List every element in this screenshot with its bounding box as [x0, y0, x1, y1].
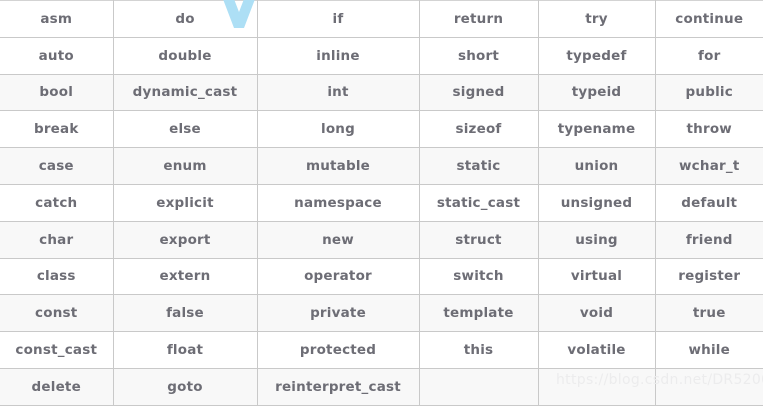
keyword-cell: signed: [418, 73, 539, 112]
keyword-cell: operator: [256, 257, 420, 296]
keyword-cell: dynamic_cast: [112, 73, 258, 112]
keyword-cell: void: [537, 294, 656, 333]
keyword-cell: friend: [654, 220, 763, 259]
keyword-cell: const_cast: [0, 331, 114, 369]
table-row: const_cast float protected this volatile…: [0, 331, 763, 369]
keyword-cell: short: [418, 36, 539, 75]
keyword-cell: asm: [0, 0, 114, 38]
keyword-cell: double: [112, 36, 258, 75]
table-row: const false private template void true: [0, 294, 763, 333]
keyword-cell: public: [654, 73, 763, 112]
keyword-cell: const: [0, 294, 114, 333]
keyword-cell: break: [0, 110, 114, 149]
table-row: char export new struct using friend: [0, 220, 763, 259]
keyword-cell-empty: [537, 367, 656, 406]
keyword-cell: true: [654, 294, 763, 333]
keyword-cell: typename: [537, 110, 656, 149]
keyword-cell: else: [112, 110, 258, 149]
keyword-cell: class: [0, 257, 114, 296]
keyword-cell: export: [112, 220, 258, 259]
keyword-cell: template: [418, 294, 539, 333]
keyword-cell: using: [537, 220, 656, 259]
table-row: class extern operator switch virtual reg…: [0, 257, 763, 296]
keyword-cell: return: [418, 0, 539, 38]
table-row: delete goto reinterpret_cast: [0, 367, 763, 406]
keyword-cell: typedef: [537, 36, 656, 75]
keyword-cell: char: [0, 220, 114, 259]
keyword-cell-empty: [654, 367, 763, 406]
keyword-cell: inline: [256, 36, 420, 75]
table-row: bool dynamic_cast int signed typeid publ…: [0, 73, 763, 112]
keyword-cell: auto: [0, 36, 114, 75]
keyword-cell: explicit: [112, 183, 258, 222]
keyword-cell: wchar_t: [654, 147, 763, 185]
keyword-cell: sizeof: [418, 110, 539, 149]
keyword-cell: unsigned: [537, 183, 656, 222]
keyword-cell: bool: [0, 73, 114, 112]
keyword-cell: default: [654, 183, 763, 222]
table-row: asm do if return try continue: [0, 0, 763, 38]
table-row: case enum mutable static union wchar_t: [0, 147, 763, 185]
keyword-cell: long: [256, 110, 420, 149]
keyword-cell: reinterpret_cast: [256, 367, 420, 406]
keyword-cell: register: [654, 257, 763, 296]
keyword-cell: switch: [418, 257, 539, 296]
keyword-cell: this: [418, 331, 539, 369]
keyword-cell: int: [256, 73, 420, 112]
keyword-cell: case: [0, 147, 114, 185]
keyword-cell: enum: [112, 147, 258, 185]
keyword-cell: new: [256, 220, 420, 259]
keyword-cell: if: [256, 0, 420, 38]
keyword-cell: for: [654, 36, 763, 75]
keyword-cell: virtual: [537, 257, 656, 296]
keyword-cell: extern: [112, 257, 258, 296]
keyword-cell: volatile: [537, 331, 656, 369]
keyword-cell: continue: [654, 0, 763, 38]
keyword-cell-empty: [418, 367, 539, 406]
keyword-cell: while: [654, 331, 763, 369]
keyword-cell: protected: [256, 331, 420, 369]
table-row: break else long sizeof typename throw: [0, 110, 763, 149]
keyword-cell: delete: [0, 367, 114, 406]
keyword-cell: float: [112, 331, 258, 369]
table-row: catch explicit namespace static_cast uns…: [0, 183, 763, 222]
keyword-cell: try: [537, 0, 656, 38]
keyword-cell: namespace: [256, 183, 420, 222]
keyword-cell: throw: [654, 110, 763, 149]
keyword-cell: private: [256, 294, 420, 333]
keyword-cell: struct: [418, 220, 539, 259]
keyword-cell: do: [112, 0, 258, 38]
keyword-cell: goto: [112, 367, 258, 406]
keyword-cell: static: [418, 147, 539, 185]
keyword-cell: static_cast: [418, 183, 539, 222]
keyword-cell: false: [112, 294, 258, 333]
keyword-cell: typeid: [537, 73, 656, 112]
keyword-cell: catch: [0, 183, 114, 222]
keyword-cell: union: [537, 147, 656, 185]
keyword-cell: mutable: [256, 147, 420, 185]
table-row: auto double inline short typedef for: [0, 36, 763, 75]
